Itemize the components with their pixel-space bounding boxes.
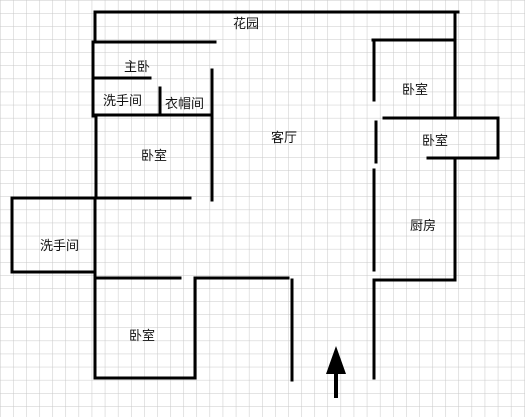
bedroom-right-top-label: 卧室 xyxy=(402,83,429,98)
bedroom-left-label: 卧室 xyxy=(141,149,168,164)
walls xyxy=(10,10,500,382)
bedroom-right-mid-label: 卧室 xyxy=(422,134,449,149)
bathroom-left-label: 洗手间 xyxy=(40,239,80,254)
bedroom-bottom-label: 卧室 xyxy=(129,329,156,344)
kitchen-label: 厨房 xyxy=(410,219,437,234)
entrance-arrow-icon xyxy=(326,346,346,398)
walk-in-closet-label: 衣帽间 xyxy=(165,97,205,112)
living-room-label: 客厅 xyxy=(271,131,298,146)
bathroom-top-label: 洗手间 xyxy=(103,94,143,109)
master-bedroom-label: 主卧 xyxy=(124,60,151,75)
garden-label: 花园 xyxy=(233,17,260,32)
